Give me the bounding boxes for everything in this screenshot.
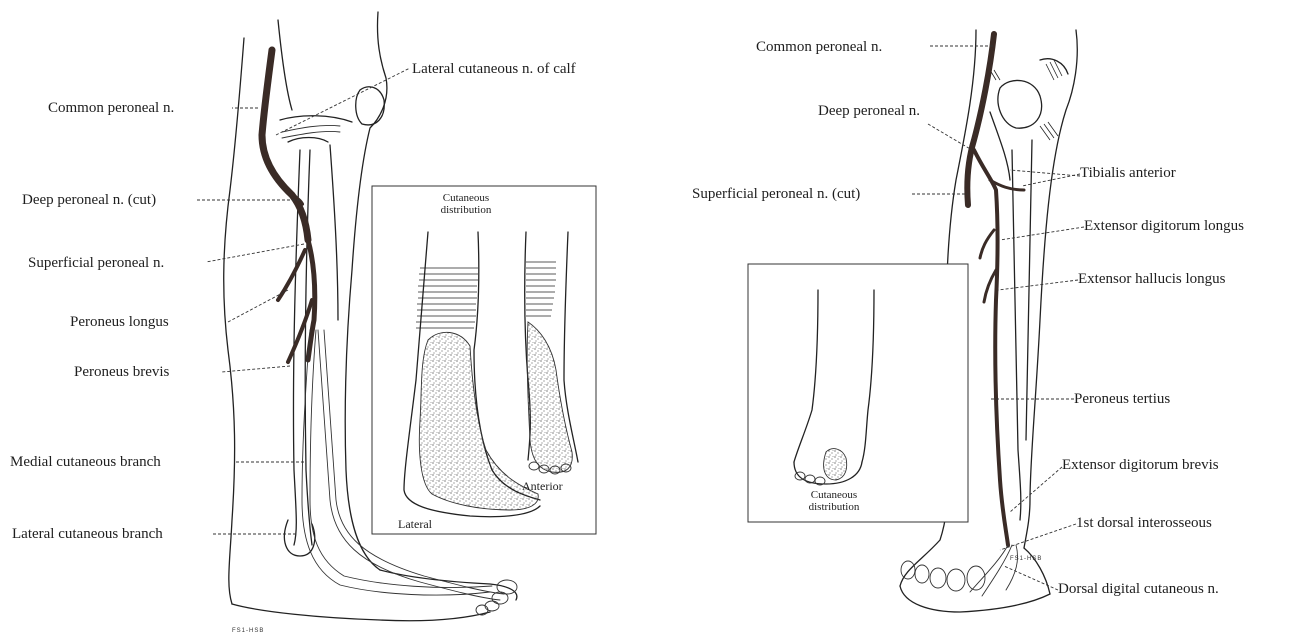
label-extensor-digitorum-brevis: Extensor digitorum brevis	[1062, 458, 1219, 473]
label-deep-peroneal-cut: Deep peroneal n. (cut)	[22, 193, 156, 208]
left-inset-title: Cutaneous distribution	[426, 193, 506, 216]
label-first-dorsal-interosseous: 1st dorsal interosseous	[1076, 516, 1212, 531]
label-superficial-peroneal-cut: Superficial peroneal n. (cut)	[692, 187, 860, 202]
label-tibialis-anterior: Tibialis anterior	[1080, 166, 1176, 181]
label-peroneus-longus: Peroneus longus	[70, 315, 169, 330]
label-dorsal-digital-cutaneous: Dorsal digital cutaneous n.	[1058, 582, 1219, 597]
label-medial-cutaneous-branch: Medial cutaneous branch	[10, 455, 161, 470]
label-extensor-digitorum-longus: Extensor digitorum longus	[1084, 219, 1244, 234]
left-inset-lateral: Lateral	[398, 518, 432, 530]
label-peroneus-brevis: Peroneus brevis	[74, 365, 169, 380]
label-common-peroneal-right: Common peroneal n.	[756, 40, 882, 55]
right-inset-box	[748, 264, 968, 522]
label-lateral-cutaneous-branch: Lateral cutaneous branch	[12, 527, 163, 542]
label-common-peroneal-left: Common peroneal n.	[48, 101, 174, 116]
label-deep-peroneal: Deep peroneal n.	[818, 104, 920, 119]
label-extensor-hallucis-longus: Extensor hallucis longus	[1078, 272, 1225, 287]
label-peroneus-tertius: Peroneus tertius	[1074, 392, 1170, 407]
label-lateral-cutaneous-calf: Lateral cutaneous n. of calf	[412, 62, 576, 77]
left-inset-anterior: Anterior	[522, 480, 563, 492]
right-inset-title: Cutaneous distribution	[794, 490, 874, 513]
right-artist-signature: FS1-HSB	[1010, 556, 1042, 562]
label-superficial-peroneal: Superficial peroneal n.	[28, 256, 164, 271]
left-artist-signature: FS1-HSB	[232, 628, 264, 634]
